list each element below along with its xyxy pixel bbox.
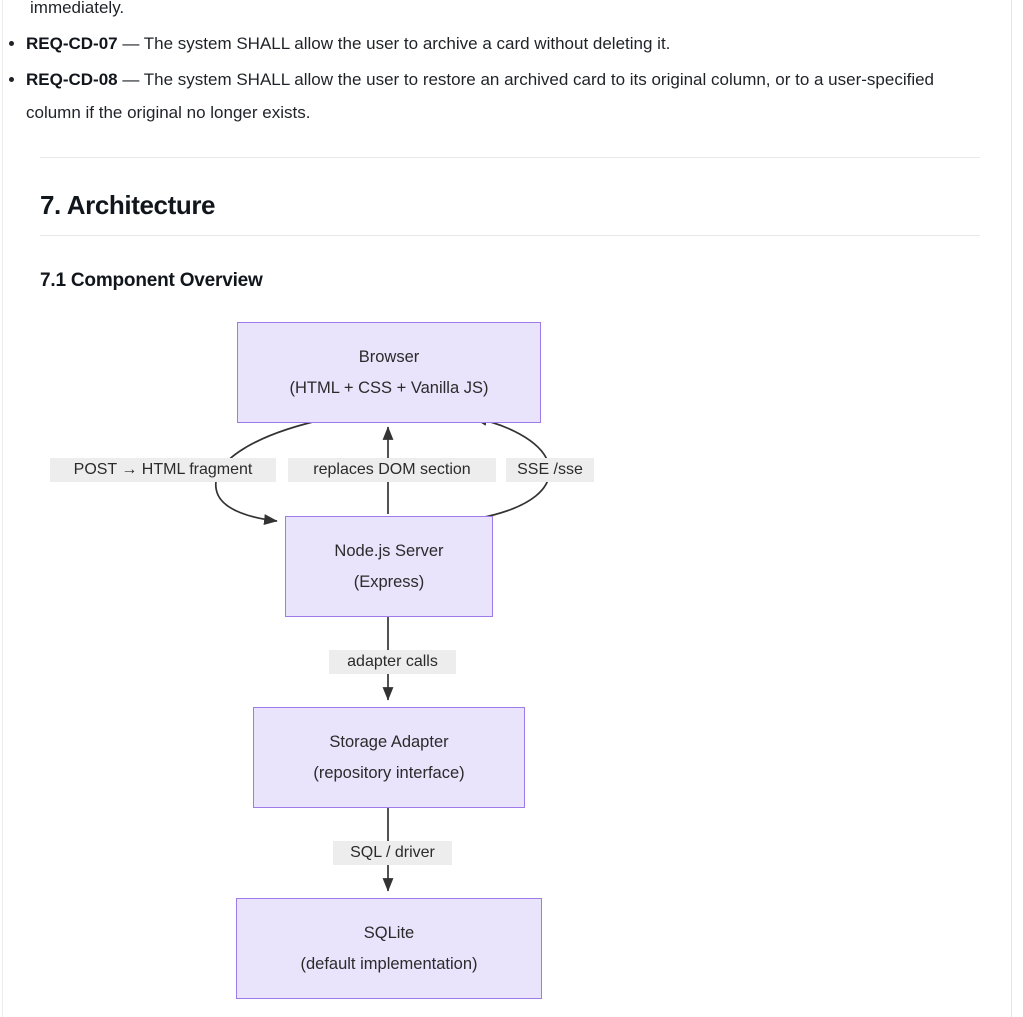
list-item: REQ-CD-08 — The system SHALL allow the u… [9,63,966,129]
edge-label-replaces-dom-section: replaces DOM section [288,458,496,482]
requirement-dash: — [117,70,144,90]
list-item: REQ-CD-07 — The system SHALL allow the u… [9,27,966,60]
node-browser[interactable]: Browser (HTML + CSS + Vanilla JS) [237,322,541,423]
edge-post-html-fragment [215,417,331,525]
node-server-line2: (Express) [353,572,425,591]
requirement-id: REQ-CD-07 [26,34,118,53]
node-adapter-line2: (repository interface) [313,763,465,782]
architecture-diagram: Browser (HTML + CSS + Vanilla JS) Node.j… [0,310,1023,1017]
node-storage-adapter[interactable]: Storage Adapter (repository interface) [253,707,525,808]
requirements-list: REQ-CD-07 — The system SHALL allow the u… [0,27,966,132]
node-adapter-line1: Storage Adapter [329,732,449,751]
requirement-text: The system SHALL allow the user to resto… [26,70,934,123]
node-nodejs-server[interactable]: Node.js Server (Express) [285,516,493,617]
node-sqlite[interactable]: SQLite (default implementation) [236,898,542,999]
edge-label-post-html-fragment: POST → HTML fragment [50,458,276,482]
section-divider-under-heading [40,235,980,236]
section-divider-top [40,157,980,158]
requirement-text: The system SHALL allow the user to archi… [143,34,671,53]
page-title: 7. Architecture [40,190,216,220]
edge-label-sql-driver: SQL / driver [333,841,452,865]
partial-text-line: immediately. [30,0,125,17]
node-server-line1: Node.js Server [334,541,444,560]
subsection-title: 7.1 Component Overview [40,270,263,291]
node-sqlite-line1: SQLite [363,923,415,942]
edge-label-sse: SSE /sse [506,458,594,482]
node-browser-line2: (HTML + CSS + Vanilla JS) [289,378,489,397]
node-sqlite-line2: (default implementation) [300,954,478,973]
requirement-id: REQ-CD-08 [26,70,118,90]
requirement-dash: — [117,34,144,53]
node-browser-line1: Browser [358,347,420,366]
edge-label-adapter-calls: adapter calls [329,650,456,674]
